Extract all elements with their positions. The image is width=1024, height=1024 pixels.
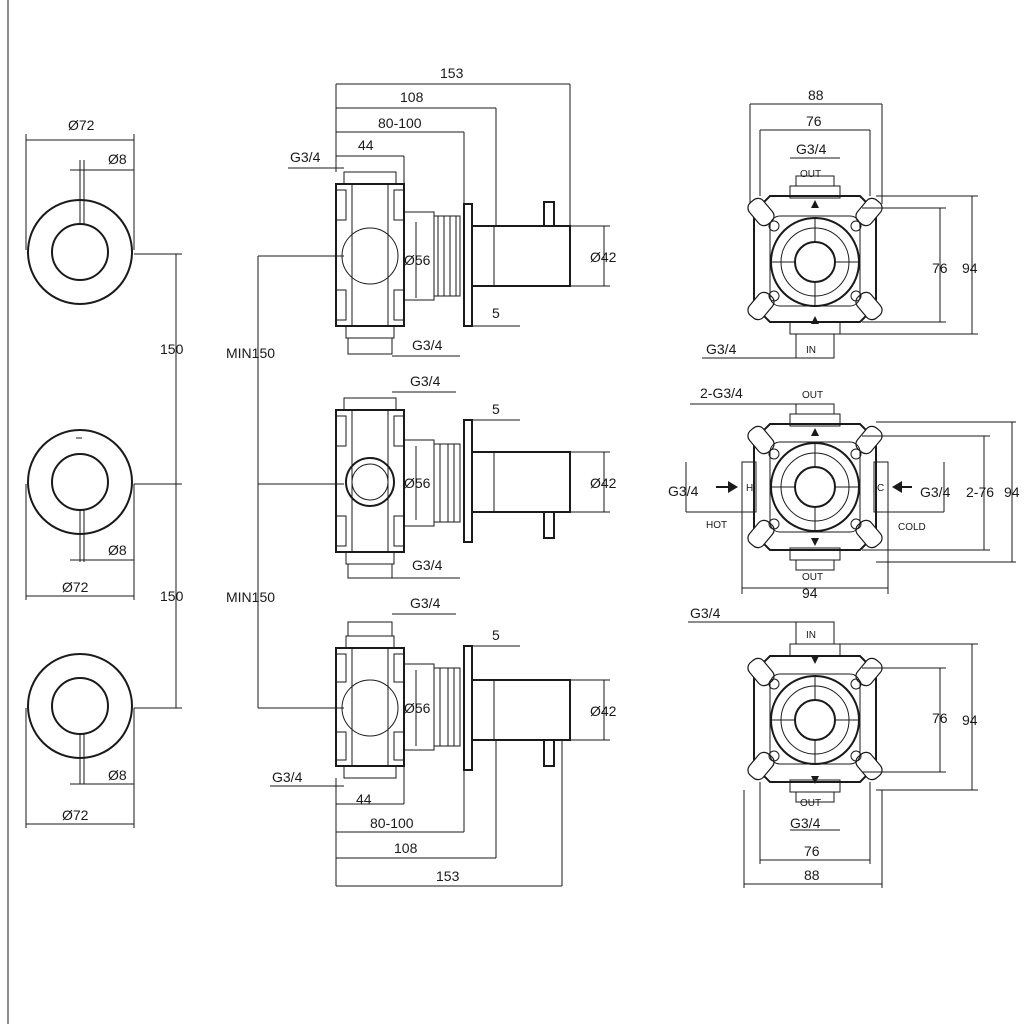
back-top-height-94: 94 [962,260,978,276]
side-top-length-108: 108 [400,89,424,105]
side-view-middle: G3/4 5 Ø56 Ø42 G3/4 [335,373,617,579]
side-top-diameter-56: Ø56 [404,252,431,268]
side-top-length-153: 153 [440,65,464,81]
back-middle-thread-cold: G3/4 [920,484,951,500]
back-top-in-label: IN [806,345,816,356]
front-view-middle: Ø8 Ø72 [25,429,135,600]
hot-label: HOT [706,520,727,531]
side-bottom-length-80-100: 80-100 [370,815,414,831]
side-bottom-length-108: 108 [394,840,418,856]
side-middle-plate-5: 5 [492,401,500,417]
back-bottom-width-88: 88 [804,867,820,883]
back-bottom-height-94: 94 [962,712,978,728]
min150-bottom: MIN150 [226,589,275,605]
front-top-diameter-72: Ø72 [68,117,95,133]
back-bottom-out-label: OUT [800,798,821,809]
cold-label: COLD [898,522,926,533]
spacing-150-bottom: 150 [160,588,184,604]
side-top-diameter-42: Ø42 [590,249,617,265]
back-bottom-height-76: 76 [932,710,948,726]
side-view-bottom: G3/4 5 Ø56 Ø42 G3/4 44 80-100 108 153 [270,595,617,887]
back-bottom-thread-in: G3/4 [690,605,721,621]
front-middle-diameter-72: Ø72 [62,579,89,595]
spacing-150-top: 150 [160,341,184,357]
spacing-dimension: 150 150 [134,253,184,709]
front-bottom-diameter-72: Ø72 [62,807,89,823]
min-spacing-dimension: MIN150 MIN150 [226,255,344,709]
back-bottom-width-76: 76 [804,843,820,859]
back-top-out-label: OUT [800,169,821,180]
min150-top: MIN150 [226,345,275,361]
side-middle-diameter-42: Ø42 [590,475,617,491]
side-top-plate-5: 5 [492,305,500,321]
back-bottom-thread-out: G3/4 [790,815,821,831]
back-view-top: OUT IN 88 76 G3/4 76 94 G3/4 [702,87,978,359]
side-view-top: 153 108 80-100 44 G3/4 Ø56 Ø42 5 G3/4 [288,65,617,357]
back-middle-thread-outlets: 2-G3/4 [700,385,743,401]
hot-port-letter: H [746,483,753,494]
front-top-diameter-8: Ø8 [108,151,127,167]
back-top-thread-out: G3/4 [796,141,827,157]
back-top-height-76: 76 [932,260,948,276]
back-middle-width-94: 94 [802,585,818,601]
front-middle-diameter-8: Ø8 [108,542,127,558]
back-top-width-76: 76 [806,113,822,129]
side-bottom-diameter-42: Ø42 [590,703,617,719]
side-bottom-plate-5: 5 [492,627,500,643]
back-middle-out-bottom-label: OUT [802,572,823,583]
back-middle-thread-hot: G3/4 [668,483,699,499]
side-middle-thread-inlet: G3/4 [410,373,441,389]
back-top-width-88: 88 [808,87,824,103]
back-view-middle: H C OUT OUT HOT COLD 2-G3/4 G3/4 G3/4 2-… [668,385,1020,601]
back-bottom-in-label: IN [806,630,816,641]
front-view-bottom: Ø8 Ø72 [25,653,135,828]
back-top-thread-in: G3/4 [706,341,737,357]
side-top-thread-inlet: G3/4 [290,149,321,165]
side-bottom-length-44: 44 [356,791,372,807]
back-view-bottom: IN OUT G3/4 G3/4 76 94 76 88 [688,605,978,888]
side-bottom-length-153: 153 [436,868,460,884]
side-bottom-thread-inlet: G3/4 [410,595,441,611]
side-bottom-diameter-56: Ø56 [404,700,431,716]
front-view-top: Ø72 Ø8 [25,117,135,305]
side-middle-diameter-56: Ø56 [404,475,431,491]
back-middle-out-top-label: OUT [802,390,823,401]
side-middle-thread-outlet: G3/4 [412,557,443,573]
side-top-length-44: 44 [358,137,374,153]
front-bottom-diameter-8: Ø8 [108,767,127,783]
back-middle-height-94: 94 [1004,484,1020,500]
side-top-length-80-100: 80-100 [378,115,422,131]
side-top-thread-outlet: G3/4 [412,337,443,353]
cold-port-letter: C [877,483,884,494]
back-middle-height-2-76: 2-76 [966,484,994,500]
side-bottom-thread-outlet: G3/4 [272,769,303,785]
